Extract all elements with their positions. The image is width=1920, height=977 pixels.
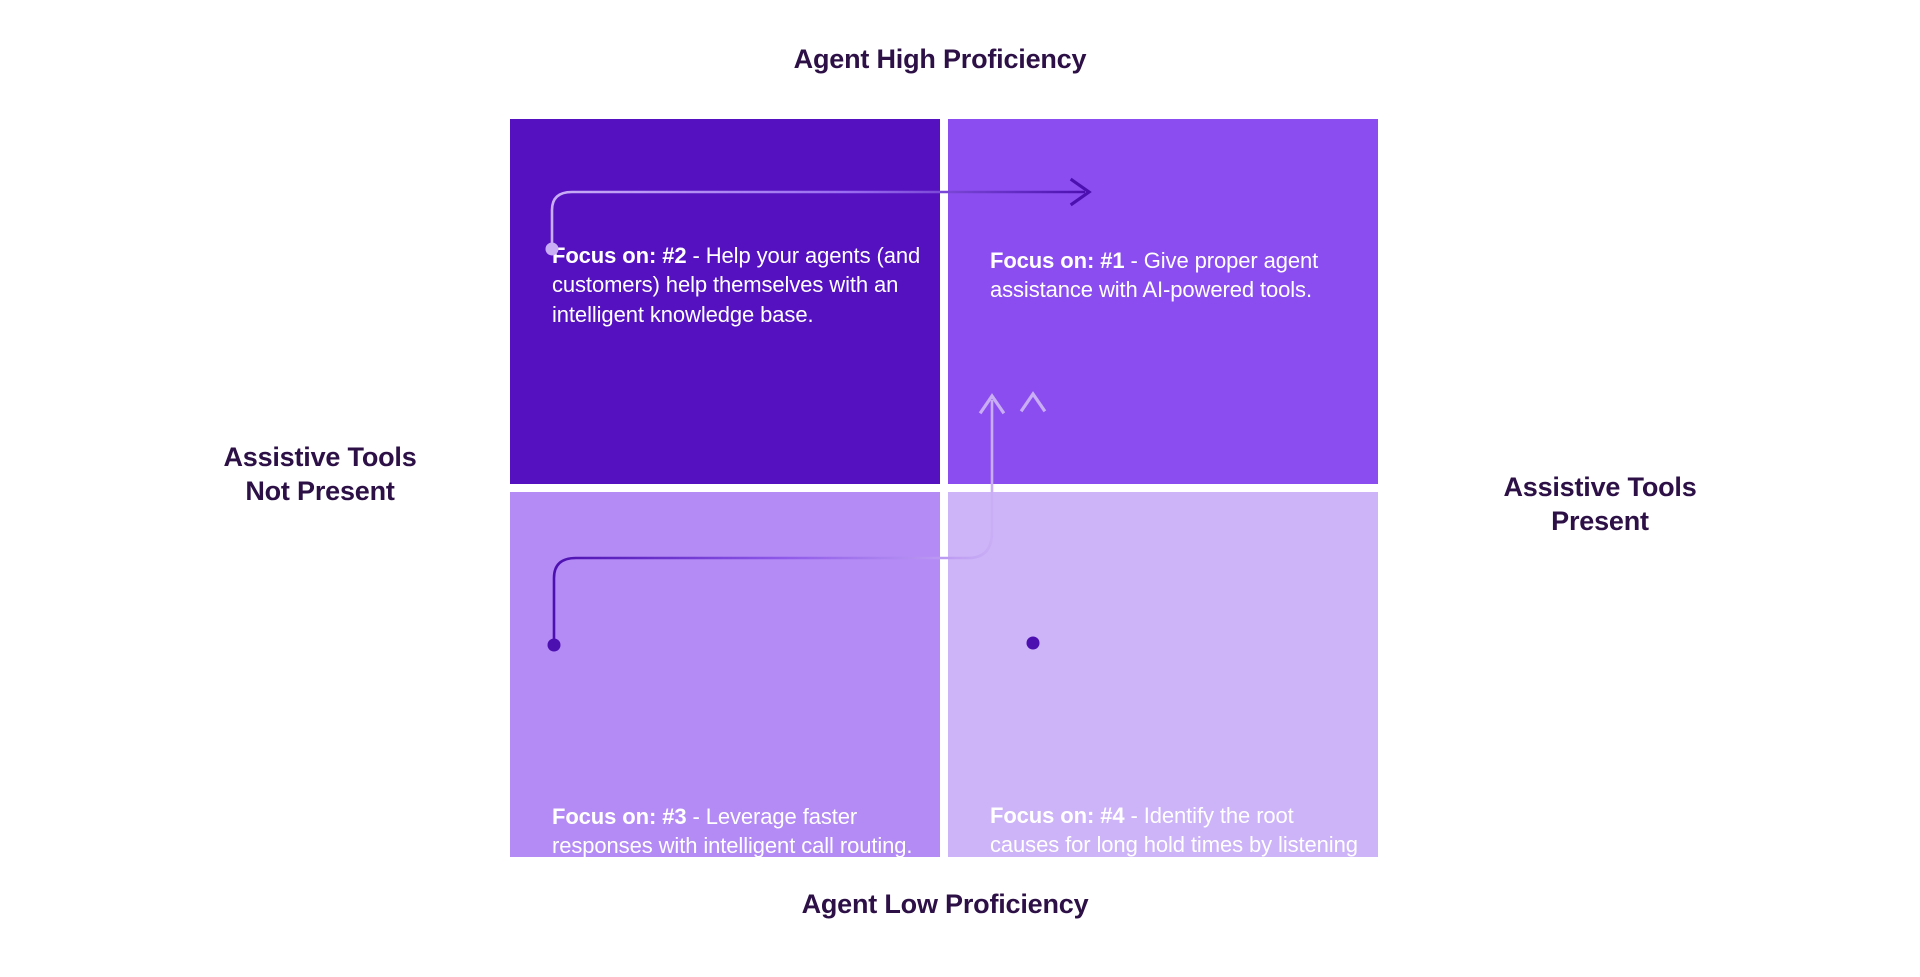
- quadrant-top-right-text: Focus on: #1 - Give proper agent assista…: [990, 246, 1360, 305]
- quadrant-top-right-body: - Give proper agent assistance with AI-p…: [990, 248, 1319, 303]
- quadrant-bottom-right-prefix: Focus on: #4: [990, 803, 1125, 828]
- axis-label-left: Assistive Tools Not Present: [223, 442, 417, 507]
- quadrant-bottom-left-body: - Leverage faster responses with intelli…: [552, 804, 913, 857]
- quadrant-matrix: Focus on: #2 - Help your agents (and cus…: [510, 119, 1378, 857]
- quadrant-top-right[interactable]: Focus on: #1 - Give proper agent assista…: [948, 119, 1378, 484]
- axis-label-bottom: Agent Low Proficiency: [0, 887, 1920, 921]
- quadrant-bottom-left[interactable]: Focus on: #3 - Leverage faster responses…: [510, 492, 940, 857]
- axis-label-top-text: Agent High Proficiency: [793, 44, 1087, 74]
- axis-label-right: Assistive Tools Present: [1503, 472, 1697, 537]
- quadrant-bottom-right-text: Focus on: #4 - Identify the root causes …: [990, 801, 1360, 857]
- axis-label-bottom-text: Agent Low Proficiency: [801, 889, 1089, 919]
- quadrant-bottom-left-prefix: Focus on: #3: [552, 804, 687, 829]
- quadrant-top-left-body: - Help your agents (and customers) help …: [552, 243, 921, 327]
- quadrant-top-left-prefix: Focus on: #2: [552, 243, 687, 268]
- quadrant-bottom-right[interactable]: Focus on: #4 - Identify the root causes …: [948, 492, 1378, 857]
- quadrant-bottom-right-body: - Identify the root causes for long hold…: [990, 803, 1358, 857]
- quadrant-top-left-text: Focus on: #2 - Help your agents (and cus…: [552, 241, 930, 329]
- quadrant-top-left[interactable]: Focus on: #2 - Help your agents (and cus…: [510, 119, 940, 484]
- quadrant-bottom-left-text: Focus on: #3 - Leverage faster responses…: [552, 802, 922, 857]
- axis-label-top: Agent High Proficiency: [0, 42, 1920, 76]
- quadrant-top-right-prefix: Focus on: #1: [990, 248, 1125, 273]
